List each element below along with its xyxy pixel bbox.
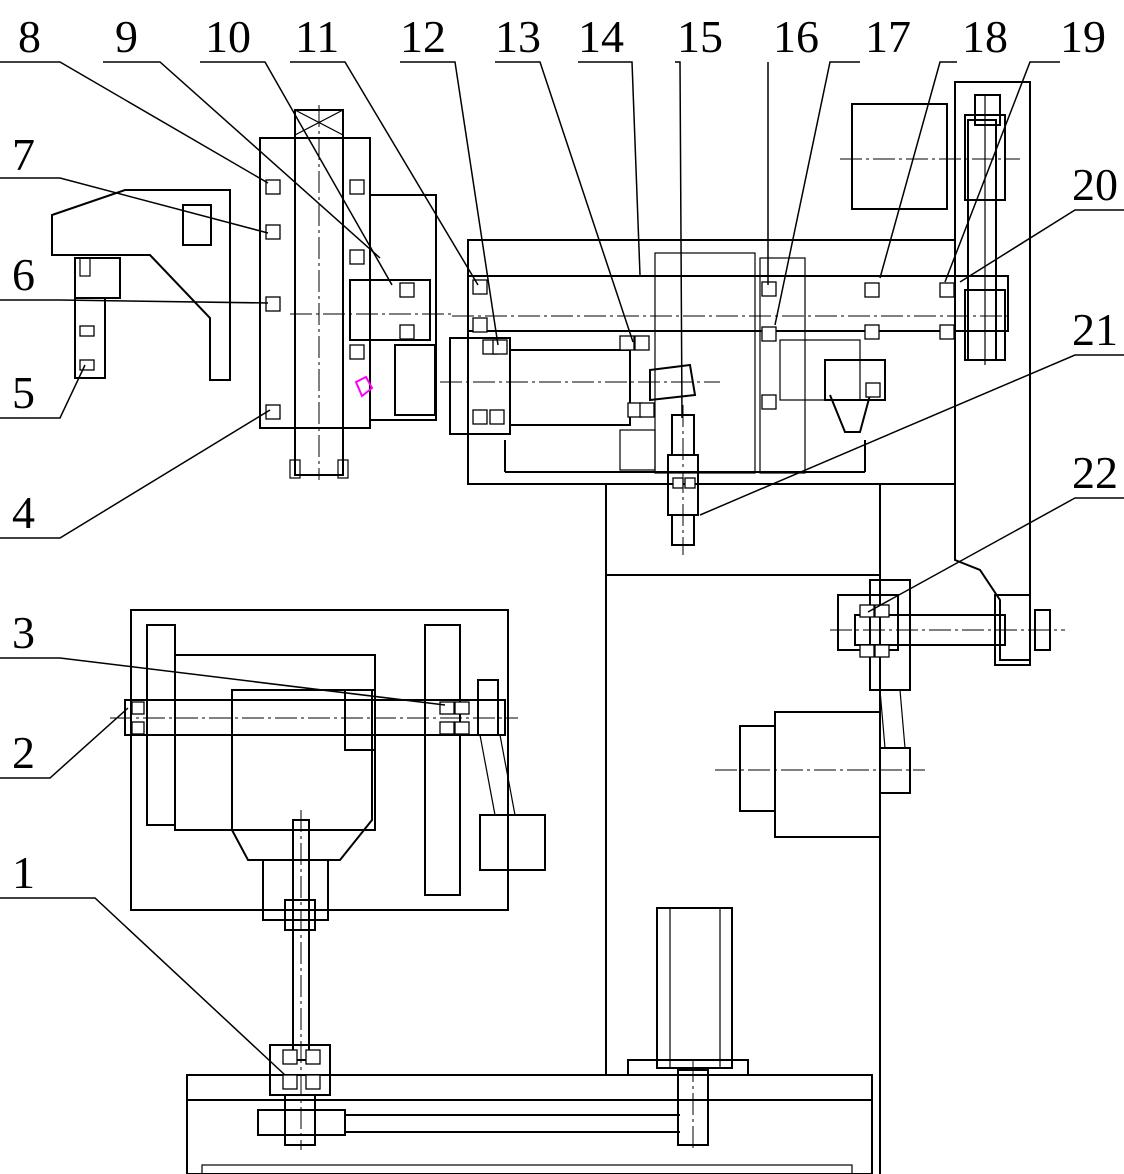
callout-16: 16 (773, 11, 819, 62)
lead-screw (257, 810, 680, 1150)
callout-14: 14 (578, 11, 624, 62)
left-arm (51, 189, 231, 381)
bottom-cylinder (627, 907, 749, 1150)
leader-lines (0, 61, 1124, 1076)
cutter-head (259, 105, 455, 480)
callout-20: 20 (1072, 159, 1118, 210)
callout-21: 21 (1072, 304, 1118, 355)
callout-10: 10 (205, 11, 251, 62)
callout-12: 12 (400, 11, 446, 62)
callout-17: 17 (865, 11, 911, 62)
callout-2: 2 (12, 727, 35, 778)
accent-mark (354, 375, 374, 398)
right-mid-motor (715, 579, 1065, 838)
callout-4: 4 (12, 487, 35, 538)
callout-1: 1 (12, 847, 35, 898)
callout-11: 11 (295, 11, 339, 62)
callout-15: 15 (677, 11, 723, 62)
callout-5: 5 (12, 367, 35, 418)
callout-6: 6 (12, 249, 35, 300)
mid-gearbox (110, 609, 546, 911)
callout-19: 19 (1060, 11, 1106, 62)
callout-18: 18 (962, 11, 1008, 62)
callout-labels: 8 9 10 11 12 13 14 15 16 17 18 19 7 20 6… (12, 11, 1118, 898)
callout-7: 7 (12, 129, 35, 180)
callout-22: 22 (1072, 447, 1118, 498)
small-vertical-cutter (667, 405, 699, 555)
callout-9: 9 (115, 11, 138, 62)
callout-8: 8 (18, 11, 41, 62)
callout-3: 3 (12, 607, 35, 658)
callout-13: 13 (495, 11, 541, 62)
